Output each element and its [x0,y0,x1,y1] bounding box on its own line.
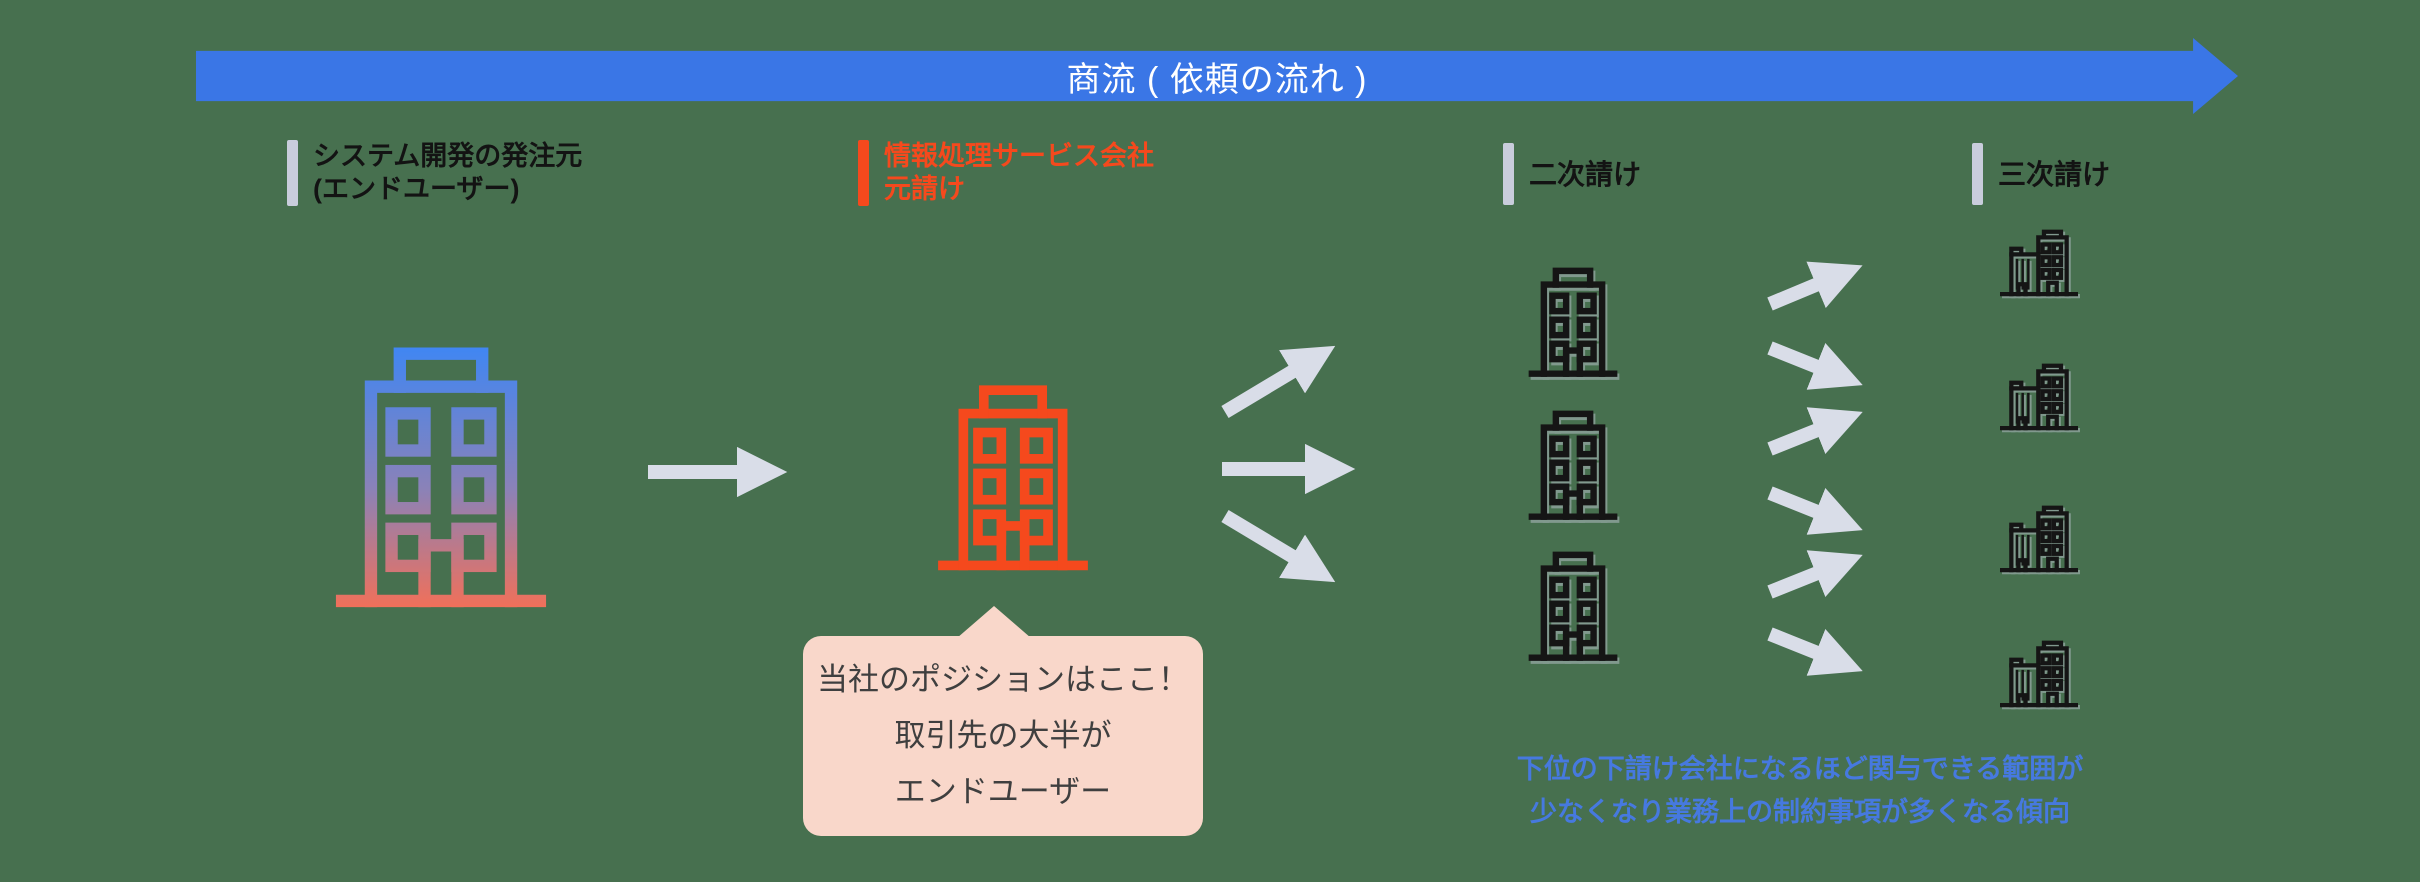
second-tier-label: 二次請け [1529,158,1642,190]
label-bar [858,140,869,206]
label-second-tier: 二次請け [1503,143,1641,205]
end-user-label-line1: システム開発の発注元 [313,141,583,171]
label-end-user: システム開発の発注元 (エンドユーザー) [287,140,582,206]
label-third-tier: 三次請け [1972,143,2110,205]
arrow-tier2-1-up [1767,261,1863,311]
label-bar [1503,143,1514,205]
note-line2: 少なくなり業務上の制約事項が多くなる傾向 [1530,797,2070,827]
arrow-tier2-3-up [1767,550,1863,599]
subcontractor-note: 下位の下請け会社になるほど関与できる範囲が 少なくなり業務上の制約事項が多くなる… [1470,748,2130,834]
end-user-label-line2: (エンドユーザー) [313,174,520,204]
arrow-prime-fan-up [1221,345,1336,419]
third-tier-label: 三次請け [1998,158,2111,190]
note-line1: 下位の下請け会社になるほど関与できる範囲が [1516,754,2084,784]
callout-pointer [957,606,1031,638]
arrow-tier2-1-down [1767,341,1863,390]
arrow-tier2-3-down [1767,627,1863,676]
flow-arrow-label: 商流 ( 依頼の流れ ) [1066,60,1368,99]
label-prime-contractor: 情報処理サービス会社 元請け [858,140,1154,206]
arrow-prime-fan-down [1221,509,1336,583]
arrow-tier2-2-up [1767,407,1863,456]
label-bar [1972,143,1983,205]
prime-label-line2: 元請け [884,174,965,204]
callout-line3: エンドユーザー [894,774,1112,809]
label-bar [287,140,298,206]
position-callout: 当社のポジションはここ！ 取引先の大半が エンドユーザー [803,636,1203,836]
callout-line2: 取引先の大半が [894,718,1112,753]
arrow-tier2-2-down [1767,486,1863,535]
prime-label-line1: 情報処理サービス会社 [884,141,1154,171]
callout-line1: 当社のポジションはここ！ [817,662,1189,697]
